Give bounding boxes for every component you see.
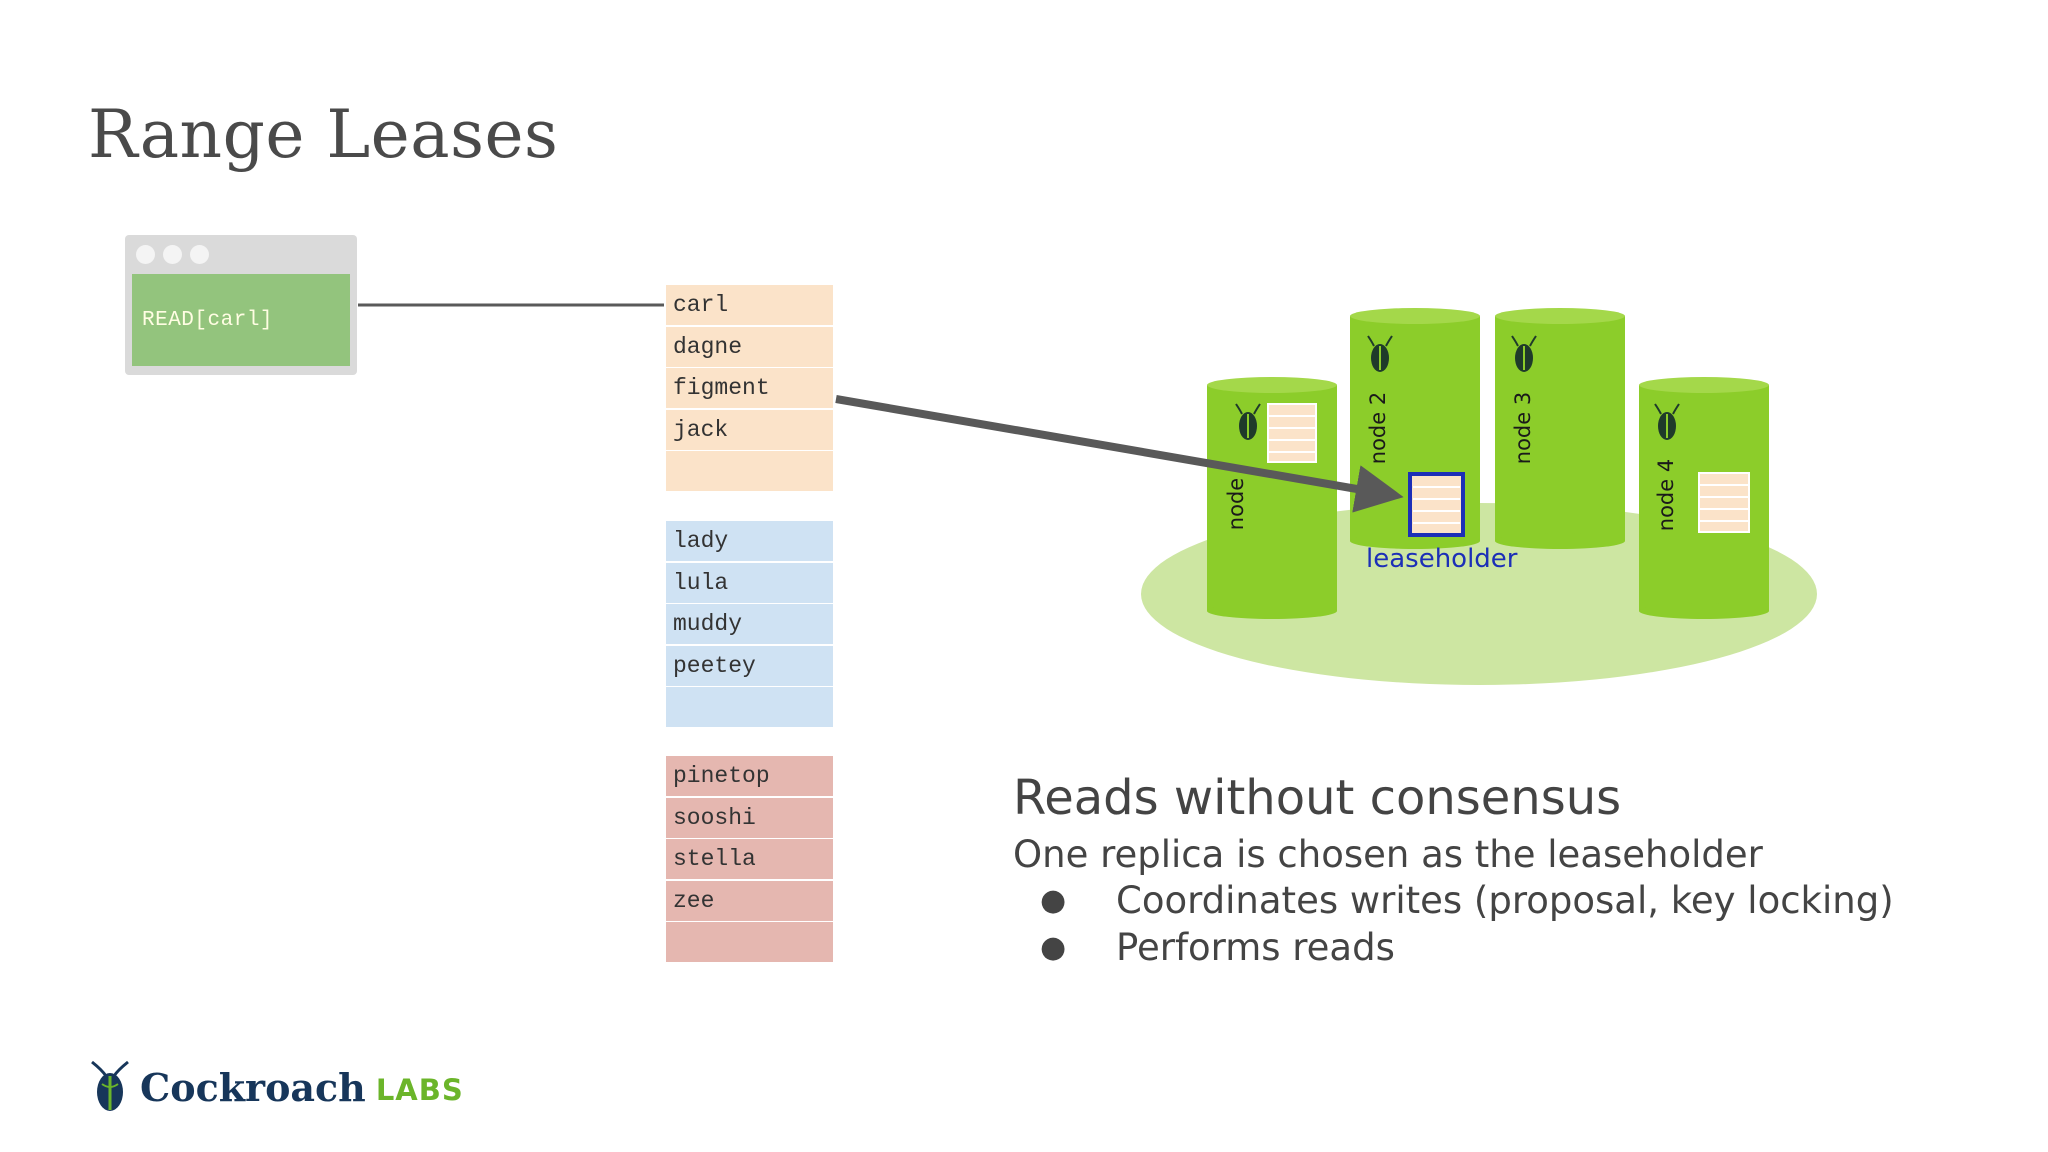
cockroach-logo-icon xyxy=(91,1060,129,1111)
range-key: lady xyxy=(666,521,833,561)
range-key: peetey xyxy=(666,645,833,686)
range-key: pinetop xyxy=(666,756,833,796)
replica-node-4 xyxy=(1698,472,1750,533)
cockroach-icon xyxy=(1367,335,1393,372)
cockroach-labs-logo: Cockroach LABS xyxy=(88,1060,464,1114)
window-controls xyxy=(136,245,209,264)
bullet-dot-icon: ● xyxy=(1040,883,1067,918)
range-key: sooshi xyxy=(666,797,833,838)
slide-title: Range Leases xyxy=(88,96,559,173)
node-2-label: node 2 xyxy=(1366,391,1390,465)
section-heading: Reads without consensus xyxy=(1013,770,1622,826)
logo-labs-text: LABS xyxy=(375,1073,464,1107)
client-window: READ[carl] xyxy=(125,235,357,375)
cockroach-icon xyxy=(1235,403,1261,440)
cockroach-icon xyxy=(1654,403,1680,440)
bullet-dot-icon: ● xyxy=(1040,930,1067,965)
bullet-item: ● Coordinates writes (proposal, key locki… xyxy=(1040,877,1894,924)
range-key: muddy xyxy=(666,604,833,645)
range-key-empty xyxy=(666,687,833,728)
leaseholder-label: leaseholder xyxy=(1366,544,1518,574)
range-3: pinetop sooshi stella zee xyxy=(666,756,833,964)
range-key: zee xyxy=(666,880,833,921)
range-key-empty xyxy=(666,451,833,492)
read-command: READ[carl] xyxy=(142,308,274,332)
range-key-empty xyxy=(666,922,833,963)
range-key: jack xyxy=(666,409,833,450)
window-dot-icon xyxy=(190,245,209,264)
node-4-label: node 4 xyxy=(1654,458,1678,532)
logo-brand-text: Cockroach xyxy=(140,1064,366,1110)
bullet-item: ● Performs reads xyxy=(1040,924,1894,971)
node-3-label: node 3 xyxy=(1511,391,1535,465)
window-dot-icon xyxy=(163,245,182,264)
cockroach-icon xyxy=(1511,335,1537,372)
section-subheading: One replica is chosen as the leaseholder xyxy=(1013,833,1763,876)
bullet-list: ● Coordinates writes (proposal, key locki… xyxy=(1040,877,1894,971)
client-screen: READ[carl] xyxy=(132,274,350,366)
replica-leaseholder xyxy=(1408,472,1465,537)
range-to-leaseholder-arrow xyxy=(835,395,1404,513)
node-1-label: node xyxy=(1224,477,1248,531)
window-dot-icon xyxy=(136,245,155,264)
replica-node-1 xyxy=(1267,403,1317,463)
bullet-text: Coordinates writes (proposal, key lockin… xyxy=(1116,879,1894,922)
range-key: dagne xyxy=(666,326,833,367)
bullet-text: Performs reads xyxy=(1116,926,1395,969)
range-key: lula xyxy=(666,562,833,603)
range-key: carl xyxy=(666,285,833,325)
range-key: figment xyxy=(666,368,833,409)
range-2: lady lula muddy peetey xyxy=(666,521,833,729)
range-1: carl dagne figment jack xyxy=(666,285,833,493)
range-key: stella xyxy=(666,839,833,880)
